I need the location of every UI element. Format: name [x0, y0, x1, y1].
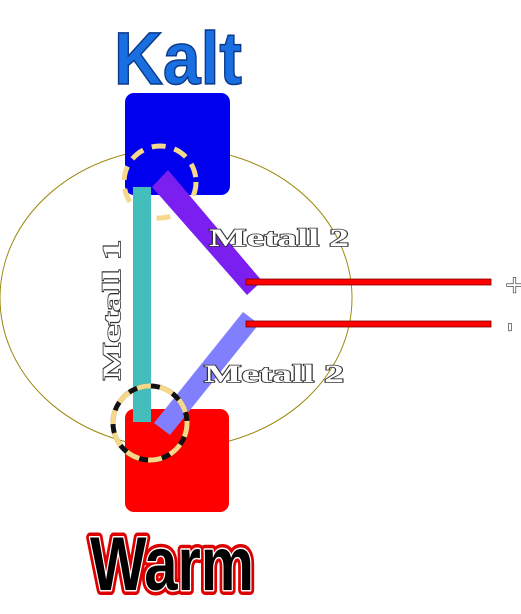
warm-block — [125, 409, 229, 512]
plus-sign: + — [501, 275, 521, 295]
cold-block — [125, 93, 230, 195]
metal2-upper-label: Metall 2 — [209, 225, 349, 252]
metal2-upper-bar — [152, 170, 262, 295]
minus-wire — [245, 320, 492, 328]
plus-wire — [245, 278, 492, 286]
warm-title-outline: Warm — [90, 522, 254, 607]
kalt-title: Kalt — [114, 17, 242, 100]
metal2-lower-label: Metall 2 — [204, 361, 344, 388]
warm-title: Warm — [90, 522, 254, 607]
metal1-bar — [133, 187, 151, 422]
warm-junction-ring — [110, 383, 190, 463]
cold-junction-ring — [121, 143, 199, 221]
minus-sign: - — [496, 322, 521, 331]
metal1-label: Metall 1 — [99, 240, 126, 380]
